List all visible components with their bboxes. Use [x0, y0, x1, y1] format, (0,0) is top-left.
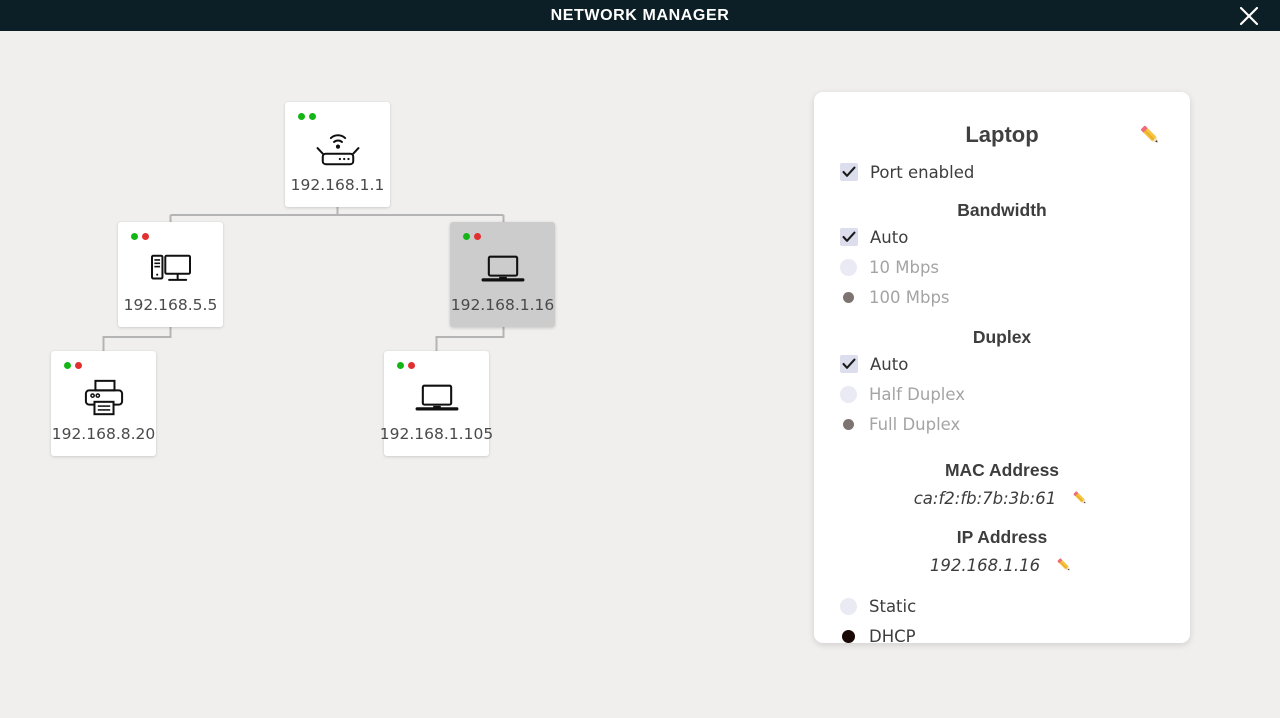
port-enabled-row[interactable]: Port enabled: [840, 158, 1164, 186]
duplex-half-label: Half Duplex: [869, 384, 966, 404]
bandwidth-10mbps-radio[interactable]: [840, 258, 857, 276]
status-dot-red: [75, 362, 82, 369]
bandwidth-100mbps-label: 100 Mbps: [869, 287, 950, 307]
bandwidth-auto-row[interactable]: Auto: [840, 223, 1164, 251]
duplex-full-radio[interactable]: [840, 416, 857, 433]
ip-address-heading: IP Address: [956, 527, 1048, 547]
status-dots: [131, 233, 149, 240]
duplex-heading: Duplex: [972, 327, 1032, 347]
status-dots: [463, 233, 481, 240]
static-label: Static: [869, 596, 917, 616]
network-node-desktop[interactable]: 192.168.5.5: [118, 222, 223, 327]
mac-address-block: MAC Address ca:f2:fb:7b:3b:61: [840, 460, 1164, 513]
printer-icon: [82, 375, 126, 421]
duplex-half-row[interactable]: Half Duplex: [840, 380, 1164, 408]
port-enabled-label: Port enabled: [870, 162, 975, 182]
node-ip-label: 192.168.1.16: [450, 296, 555, 314]
bandwidth-100mbps-row[interactable]: 100 Mbps: [840, 283, 1164, 311]
topology-canvas: 192.168.1.1 192.168.5.5: [0, 31, 1280, 718]
panel-title: Laptop: [965, 122, 1039, 147]
mac-address-heading: MAC Address: [944, 460, 1060, 480]
static-radio[interactable]: [840, 597, 857, 615]
pencil-edit-icon[interactable]: [1054, 555, 1074, 575]
desktop-computer-icon: [149, 246, 193, 292]
static-row[interactable]: Static: [840, 592, 1164, 620]
bandwidth-10mbps-label: 10 Mbps: [869, 257, 940, 277]
bandwidth-100mbps-radio[interactable]: [840, 289, 857, 306]
laptop-icon: [481, 246, 525, 292]
app-title: NETWORK MANAGER: [550, 6, 730, 24]
status-dots: [298, 113, 316, 120]
bandwidth-auto-label: Auto: [870, 227, 909, 247]
status-dot-green: [131, 233, 138, 240]
duplex-auto-label: Auto: [870, 354, 909, 374]
status-dots: [397, 362, 415, 369]
bandwidth-auto-checkbox[interactable]: [840, 228, 858, 246]
network-node-router[interactable]: 192.168.1.1: [285, 102, 390, 207]
title-bar: NETWORK MANAGER: [0, 0, 1280, 31]
duplex-full-label: Full Duplex: [869, 414, 961, 434]
status-dot-green: [64, 362, 71, 369]
status-dot-green: [298, 113, 305, 120]
dhcp-row[interactable]: DHCP: [840, 622, 1164, 650]
duplex-auto-row[interactable]: Auto: [840, 350, 1164, 378]
dhcp-radio[interactable]: [840, 628, 857, 645]
status-dot-green: [463, 233, 470, 240]
bandwidth-heading: Bandwidth: [957, 200, 1047, 220]
close-icon[interactable]: [1232, 2, 1266, 30]
status-dot-red: [142, 233, 149, 240]
duplex-auto-checkbox[interactable]: [840, 355, 858, 373]
port-enabled-checkbox[interactable]: [840, 163, 858, 181]
ip-address-value-row: 192.168.1.16: [840, 550, 1164, 580]
device-detail-panel: Laptop Port enabled Bandwidth: [814, 92, 1190, 646]
network-node-laptop2[interactable]: 192.168.1.105: [380, 351, 493, 456]
pencil-edit-icon[interactable]: [1070, 488, 1090, 508]
node-ip-label: 192.168.1.105: [379, 425, 494, 443]
status-dot-green: [309, 113, 316, 120]
dhcp-label: DHCP: [869, 626, 916, 646]
network-node-printer[interactable]: 192.168.8.20: [51, 351, 156, 456]
node-ip-label: 192.168.1.1: [290, 176, 385, 194]
node-ip-label: 192.168.5.5: [123, 296, 218, 314]
mac-address-value: ca:f2:fb:7b:3b:61: [913, 488, 1057, 508]
status-dot-red: [474, 233, 481, 240]
wifi-router-icon: [315, 126, 361, 172]
ip-address-value: 192.168.1.16: [929, 555, 1041, 575]
bandwidth-10mbps-row[interactable]: 10 Mbps: [840, 253, 1164, 281]
status-dot-green: [397, 362, 404, 369]
node-ip-label: 192.168.8.20: [51, 425, 156, 443]
duplex-half-radio[interactable]: [840, 385, 857, 403]
ip-address-block: IP Address 192.168.1.16: [840, 527, 1164, 580]
duplex-full-row[interactable]: Full Duplex: [840, 410, 1164, 438]
laptop-icon: [415, 375, 459, 421]
panel-header: Laptop: [840, 114, 1164, 156]
status-dot-red: [408, 362, 415, 369]
network-node-laptop-selected[interactable]: 192.168.1.16: [450, 222, 555, 327]
ip-assignment-group: Static DHCP: [840, 592, 1164, 650]
pencil-edit-icon[interactable]: [1136, 121, 1164, 149]
mac-address-value-row: ca:f2:fb:7b:3b:61: [840, 483, 1164, 513]
status-dots: [64, 362, 82, 369]
